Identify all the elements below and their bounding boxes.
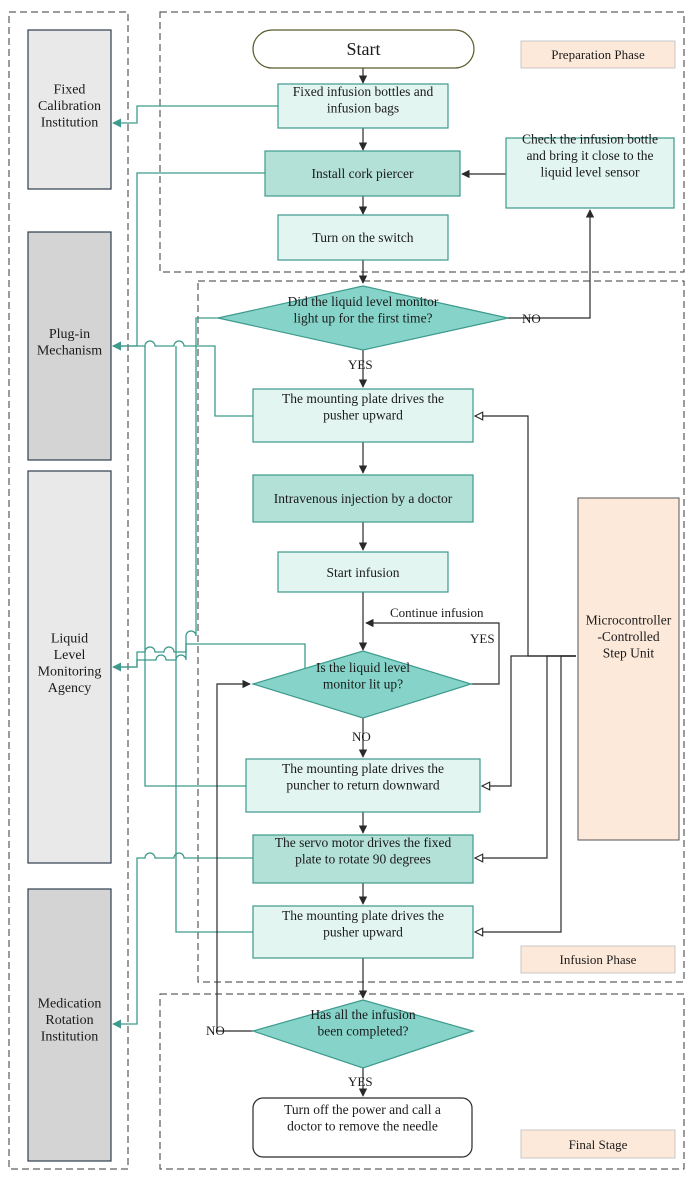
edge-label-yes-complete: YES: [348, 1074, 373, 1089]
final-stage-frame: [159, 993, 685, 1170]
connector-plate-up2-plug-in: [175, 346, 253, 933]
preparation-phase-frame: [159, 11, 685, 273]
preparation-phase-label: Preparation Phase: [520, 40, 676, 69]
mcu-control-lines: [475, 416, 576, 932]
svg-text:Final Stage: Final Stage: [569, 1137, 628, 1152]
edge-label-continue-infusion: Continue infusion: [390, 605, 484, 620]
flow-arrows: [216, 68, 595, 1097]
edge-label-no-lit: NO: [352, 729, 371, 744]
connector-servo-medication: [112, 852, 253, 1029]
connector-plate-down-plug-in: [144, 346, 246, 787]
iv-injection-box: Intravenous injection by a doctor: [252, 474, 474, 523]
svg-text:Turn on the switch: Turn on the switch: [312, 230, 413, 245]
svg-text:Preparation Phase: Preparation Phase: [551, 47, 645, 62]
edge-label-no-complete: NO: [206, 1023, 225, 1038]
connector-fixed-calibration: [112, 105, 278, 128]
infusion-phase-label: Infusion Phase: [520, 945, 676, 974]
svg-text:Infusion Phase: Infusion Phase: [560, 952, 637, 967]
svg-text:Start: Start: [347, 39, 381, 59]
final-stage-label: Final Stage: [520, 1129, 676, 1159]
connector-plate-up-plug-in: [112, 340, 253, 417]
edge-label-no-first: NO: [522, 311, 541, 326]
install-piercer-box: Install cork piercer: [264, 150, 461, 197]
connector-first-light-liquid-level: [112, 317, 218, 672]
connector-lit-liquid-level: [113, 643, 306, 668]
turn-on-switch-box: Turn on the switch: [277, 214, 449, 261]
edge-label-yes-lit: YES: [470, 631, 495, 646]
svg-text:Start infusion: Start infusion: [326, 565, 399, 580]
svg-text:Install cork piercer: Install cork piercer: [312, 166, 414, 181]
mechanism-connectors: [112, 105, 306, 1029]
start-infusion-box: Start infusion: [277, 551, 449, 593]
svg-text:Intravenous injection by a doc: Intravenous injection by a doctor: [274, 491, 453, 506]
start-node: Start: [252, 29, 475, 69]
infusion-phase-frame: [197, 280, 685, 983]
edge-label-yes-first: YES: [348, 357, 373, 372]
side-panel-frame: [8, 11, 129, 1170]
